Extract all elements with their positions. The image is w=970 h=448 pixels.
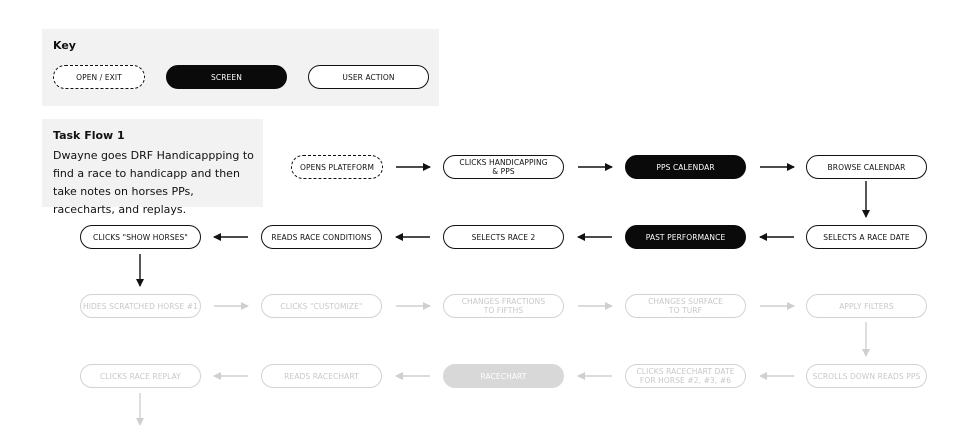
node-browse-calendar: BROWSE CALENDAR	[806, 155, 927, 179]
task-description-panel: Task Flow 1 Dwayne goes DRF Handicapppin…	[42, 119, 263, 216]
node-clicks-customize: CLICKS "CUSTOMIZE"	[261, 294, 382, 318]
node-clicks-racechart-date: CLICKS RACECHART DATE FOR HORSE #2, #3, …	[625, 364, 746, 388]
node-clicks-handicapping: CLICKS HANDICAPPING & PPS	[443, 155, 564, 179]
node-racechart: RACECHART	[443, 364, 564, 388]
legend-user-action: USER ACTION	[308, 65, 429, 89]
legend-open-exit: OPEN / EXIT	[53, 65, 145, 89]
node-selects-race-2: SELECTS RACE 2	[443, 225, 564, 249]
node-past-performance: PAST PERFORMANCE	[625, 225, 746, 249]
node-pps-calendar: PPS CALENDAR	[625, 155, 746, 179]
node-apply-filters: APPLY FILTERS	[806, 294, 927, 318]
key-title: Key	[53, 39, 76, 52]
task-title: Task Flow 1	[53, 129, 125, 142]
node-changes-surface: CHANGES SURFACE TO TURF	[625, 294, 746, 318]
node-reads-racechart: READS RACECHART	[261, 364, 382, 388]
node-clicks-show-horses: CLICKS "SHOW HORSES"	[80, 225, 201, 249]
node-changes-fractions: CHANGES FRACTIONS TO FIFTHS	[443, 294, 564, 318]
node-clicks-race-replay: CLICKS RACE REPLAY	[80, 364, 201, 388]
task-description: Dwayne goes DRF Handicappping to find a …	[53, 149, 254, 216]
node-selects-race-date: SELECTS A RACE DATE	[806, 225, 927, 249]
node-scrolls-down-reads-pps: SCROLLS DOWN READS PPS	[806, 364, 927, 388]
node-reads-race-conditions: READS RACE CONDITIONS	[261, 225, 382, 249]
legend-screen: SCREEN	[166, 65, 287, 89]
node-hides-scratched-horse: HIDES SCRATCHED HORSE #1	[80, 294, 201, 318]
node-opens-plateform: OPENS PLATEFORM	[291, 155, 383, 179]
